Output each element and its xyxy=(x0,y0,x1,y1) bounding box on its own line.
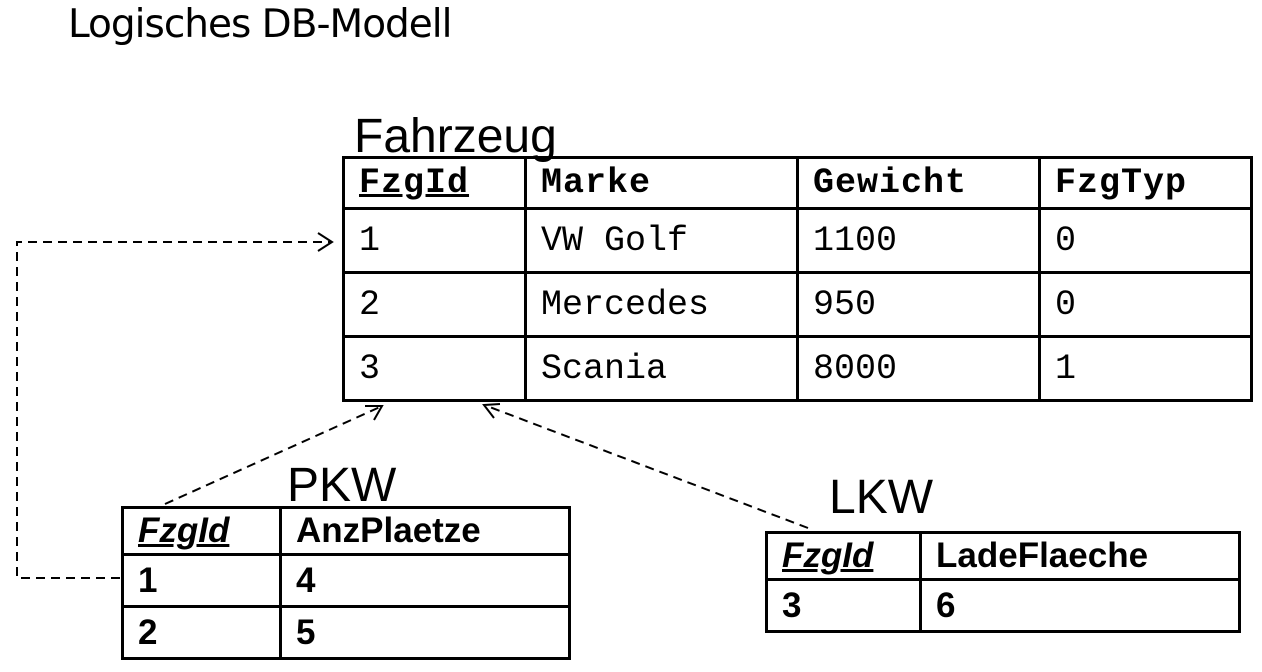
table-header-row: FzgId Marke Gewicht FzgTyp xyxy=(342,156,1253,210)
table-row: 3 6 xyxy=(765,578,1241,633)
cell: 3 xyxy=(765,578,922,633)
table-header-row: FzgId AnzPlaetze xyxy=(121,506,571,556)
cell: 8000 xyxy=(796,335,1041,402)
pkw-to-fahrzeug-row-arrow xyxy=(16,241,330,579)
diagram-title: Logisches DB-Modell xyxy=(68,2,452,47)
column-header-fzgid: FzgId xyxy=(765,531,922,581)
column-header-fzgid: FzgId xyxy=(342,156,527,210)
cell: 5 xyxy=(279,605,571,660)
cell: 0 xyxy=(1038,271,1253,338)
column-header-fzgtyp: FzgTyp xyxy=(1038,156,1253,210)
pkw-to-fahrzeug-arrow xyxy=(164,406,381,505)
cell: 2 xyxy=(121,605,282,660)
table-row: 1 4 xyxy=(121,553,571,608)
table-row: 3 Scania 8000 1 xyxy=(342,335,1253,402)
cell: 3 xyxy=(342,335,527,402)
column-header-marke: Marke xyxy=(524,156,799,210)
pkw-table-name: PKW xyxy=(287,459,397,512)
lkw-table: FzgId LadeFlaeche 3 6 xyxy=(765,531,1241,633)
arrowhead-icon xyxy=(317,232,334,252)
cell: 950 xyxy=(796,271,1041,338)
arrowhead-icon xyxy=(482,403,501,419)
cell: 2 xyxy=(342,271,527,338)
column-header-fzgid: FzgId xyxy=(121,506,282,556)
lkw-to-fahrzeug-arrow xyxy=(486,405,809,529)
column-header-ladeflaeche: LadeFlaeche xyxy=(919,531,1241,581)
cell: 1100 xyxy=(796,207,1041,274)
lkw-table-name: LKW xyxy=(829,471,934,524)
table-row: 2 Mercedes 950 0 xyxy=(342,271,1253,338)
column-header-anzplaetze: AnzPlaetze xyxy=(279,506,571,556)
fahrzeug-table-name: Fahrzeug xyxy=(354,110,557,163)
fahrzeug-table: FzgId Marke Gewicht FzgTyp 1 VW Golf 110… xyxy=(342,156,1253,402)
cell: 1 xyxy=(342,207,527,274)
cell: Mercedes xyxy=(524,271,799,338)
table-row: 1 VW Golf 1100 0 xyxy=(342,207,1253,274)
arrowhead-icon xyxy=(365,405,384,421)
cell: 1 xyxy=(121,553,282,608)
cell: Scania xyxy=(524,335,799,402)
cell: 1 xyxy=(1038,335,1253,402)
cell: 4 xyxy=(279,553,571,608)
cell: 0 xyxy=(1038,207,1253,274)
table-row: 2 5 xyxy=(121,605,571,660)
cell: VW Golf xyxy=(524,207,799,274)
table-header-row: FzgId LadeFlaeche xyxy=(765,531,1241,581)
column-header-gewicht: Gewicht xyxy=(796,156,1041,210)
cell: 6 xyxy=(919,578,1241,633)
pkw-table: FzgId AnzPlaetze 1 4 2 5 xyxy=(121,506,571,660)
